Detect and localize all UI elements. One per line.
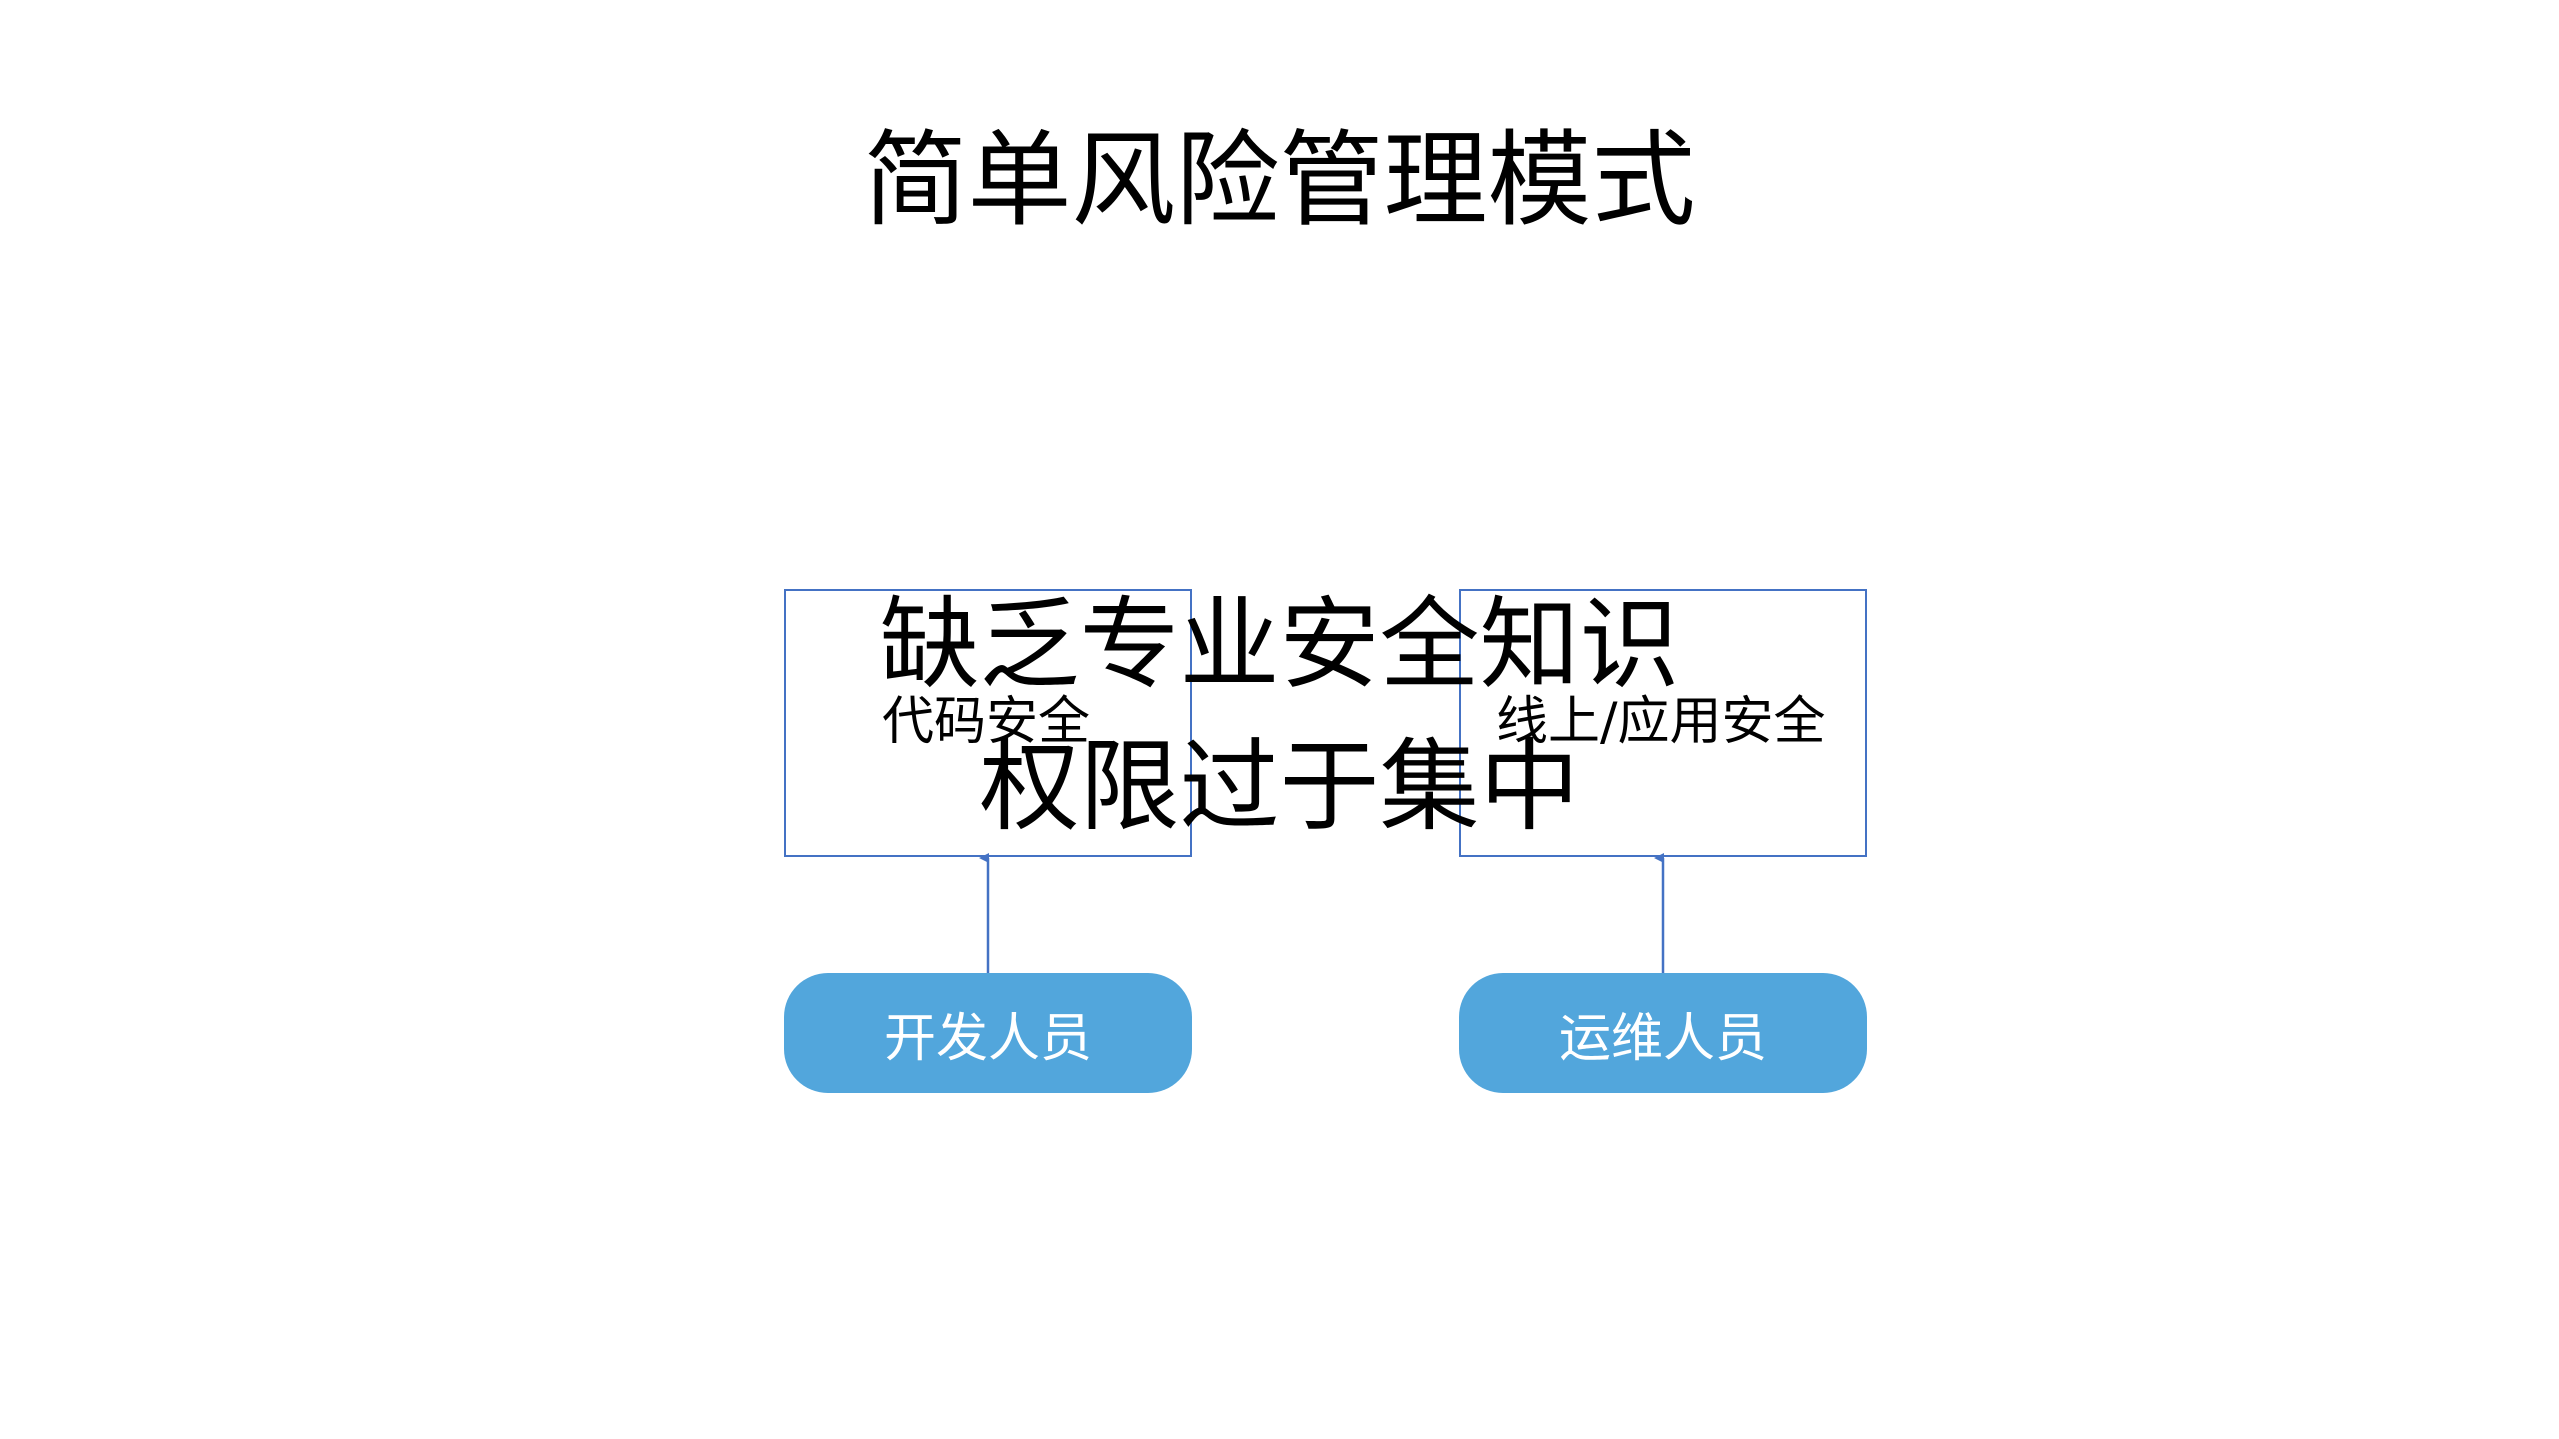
ops-label: 运维人员 bbox=[1558, 1008, 1767, 1069]
overlay-text-line1: 缺乏专业安全知识 bbox=[879, 586, 1680, 703]
overlay-text-line2: 权限过于集中 bbox=[979, 728, 1580, 845]
developer-node: 开发人员 bbox=[784, 973, 1192, 1093]
developer-label: 开发人员 bbox=[883, 1008, 1092, 1069]
online-app-security-label: 线上/应用安全 bbox=[1496, 692, 1826, 752]
ops-node: 运维人员 bbox=[1459, 973, 1867, 1093]
slide-title: 简单风险管理模式 bbox=[863, 119, 1696, 241]
code-security-label: 代码安全 bbox=[882, 692, 1091, 752]
